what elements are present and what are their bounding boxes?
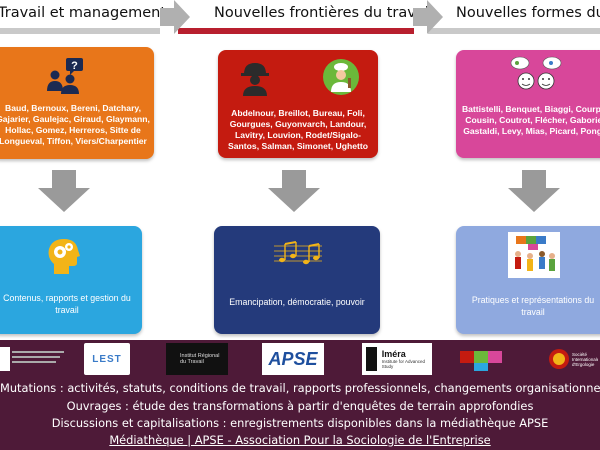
column-bar-2	[178, 28, 414, 34]
card-nouvelles-frontieres: Abdelnour, Breillot, Bureau, Foli, Gourg…	[218, 50, 378, 158]
label-emancipation: Emancipation, démocratie, pouvoir	[229, 297, 365, 307]
imera-mark-icon	[366, 347, 377, 371]
irt-logo: Institut Régional du Travail	[166, 343, 228, 375]
worker-helmet-icon	[241, 63, 269, 96]
footer-mutations-line: Mutations : activités, statuts, conditio…	[0, 381, 600, 395]
music-notes-icon	[274, 241, 322, 265]
colloque-logo	[460, 351, 502, 371]
people-question-icon: ?	[47, 58, 83, 94]
down-arrow-icon-2	[268, 170, 320, 212]
header-arrow-right-icon	[160, 0, 190, 34]
names-list: Battistelli, Benquet, Biaggi, Courpa, Co…	[461, 104, 600, 136]
card-nouvelles-formes: Battistelli, Benquet, Biaggi, Courpa, Co…	[456, 50, 600, 158]
column-bar-1	[0, 28, 160, 34]
chef-icon	[323, 59, 359, 95]
apse-logo-text: APSE	[268, 348, 318, 369]
university-logo	[0, 347, 64, 371]
header-arrow-right-icon-2	[413, 0, 443, 34]
names-list: Baud, Bernoux, Bereni, Datchary, Gajarie…	[0, 103, 150, 146]
societe-logo-text: Société Internationale d'Ergologie	[572, 351, 598, 367]
imera-logo: Iméra Institute for Advanced Study	[362, 343, 432, 375]
label-pratiques-representations: Pratiques et représentations du travail	[471, 295, 595, 317]
card-names-nouvelles-formes: Battistelli, Benquet, Biaggi, Courpa, Co…	[460, 104, 600, 137]
column-title-travail-management: Travail et management	[0, 5, 167, 21]
card-pratiques-representations: Pratiques et représentations du travail	[456, 226, 600, 334]
label-contenus-rapports: Contenus, rapports et gestion du travail	[3, 293, 131, 315]
head-gears-icon	[48, 239, 80, 274]
column-bar-3	[428, 28, 600, 34]
footer-mediatheque-link[interactable]: Médiathèque | APSE - Association Pour la…	[109, 433, 491, 447]
svg-text:?: ?	[71, 60, 78, 72]
card-contenus-rapports: Contenus, rapports et gestion du travail	[0, 226, 142, 334]
card-names-travail-management: Baud, Bernoux, Bereni, Datchary, Gajarie…	[0, 103, 150, 147]
down-arrow-icon-3	[508, 170, 560, 212]
irt-logo-text: Institut Régional du Travail	[180, 353, 220, 365]
puzzle-people-icon	[508, 232, 560, 278]
imera-logo-text: Iméra	[381, 349, 406, 359]
card-travail-management: ? Baud, Bernoux, Bereni, Datchary, Gajar…	[0, 47, 154, 159]
sun-logo-icon	[549, 349, 569, 369]
names-list: Abdelnour, Breillot, Bureau, Foli, Gourg…	[228, 108, 368, 151]
column-title-nouvelles-frontieres: Nouvelles frontières du travail	[214, 5, 433, 21]
lest-logo-text: LEST	[92, 353, 122, 365]
footer-discussions-line: Discussions et capitalisations : enregis…	[51, 416, 549, 430]
footer-ouvrages-line: Ouvrages : étude des transformations à p…	[66, 399, 534, 413]
down-arrow-icon-1	[38, 170, 90, 212]
societe-ergologie-logo: Société Internationale d'Ergologie	[548, 343, 600, 375]
card-emancipation: Emancipation, démocratie, pouvoir	[214, 226, 380, 334]
faces-bubbles-icon	[510, 56, 562, 90]
card-names-nouvelles-frontieres: Abdelnour, Breillot, Bureau, Foli, Gourg…	[222, 108, 374, 152]
lest-logo: LEST	[84, 343, 130, 375]
column-title-nouvelles-formes: Nouvelles formes du tra	[456, 5, 600, 21]
apse-logo: APSE	[262, 343, 324, 375]
imera-logo-subtext: Institute for Advanced Study	[381, 359, 426, 369]
